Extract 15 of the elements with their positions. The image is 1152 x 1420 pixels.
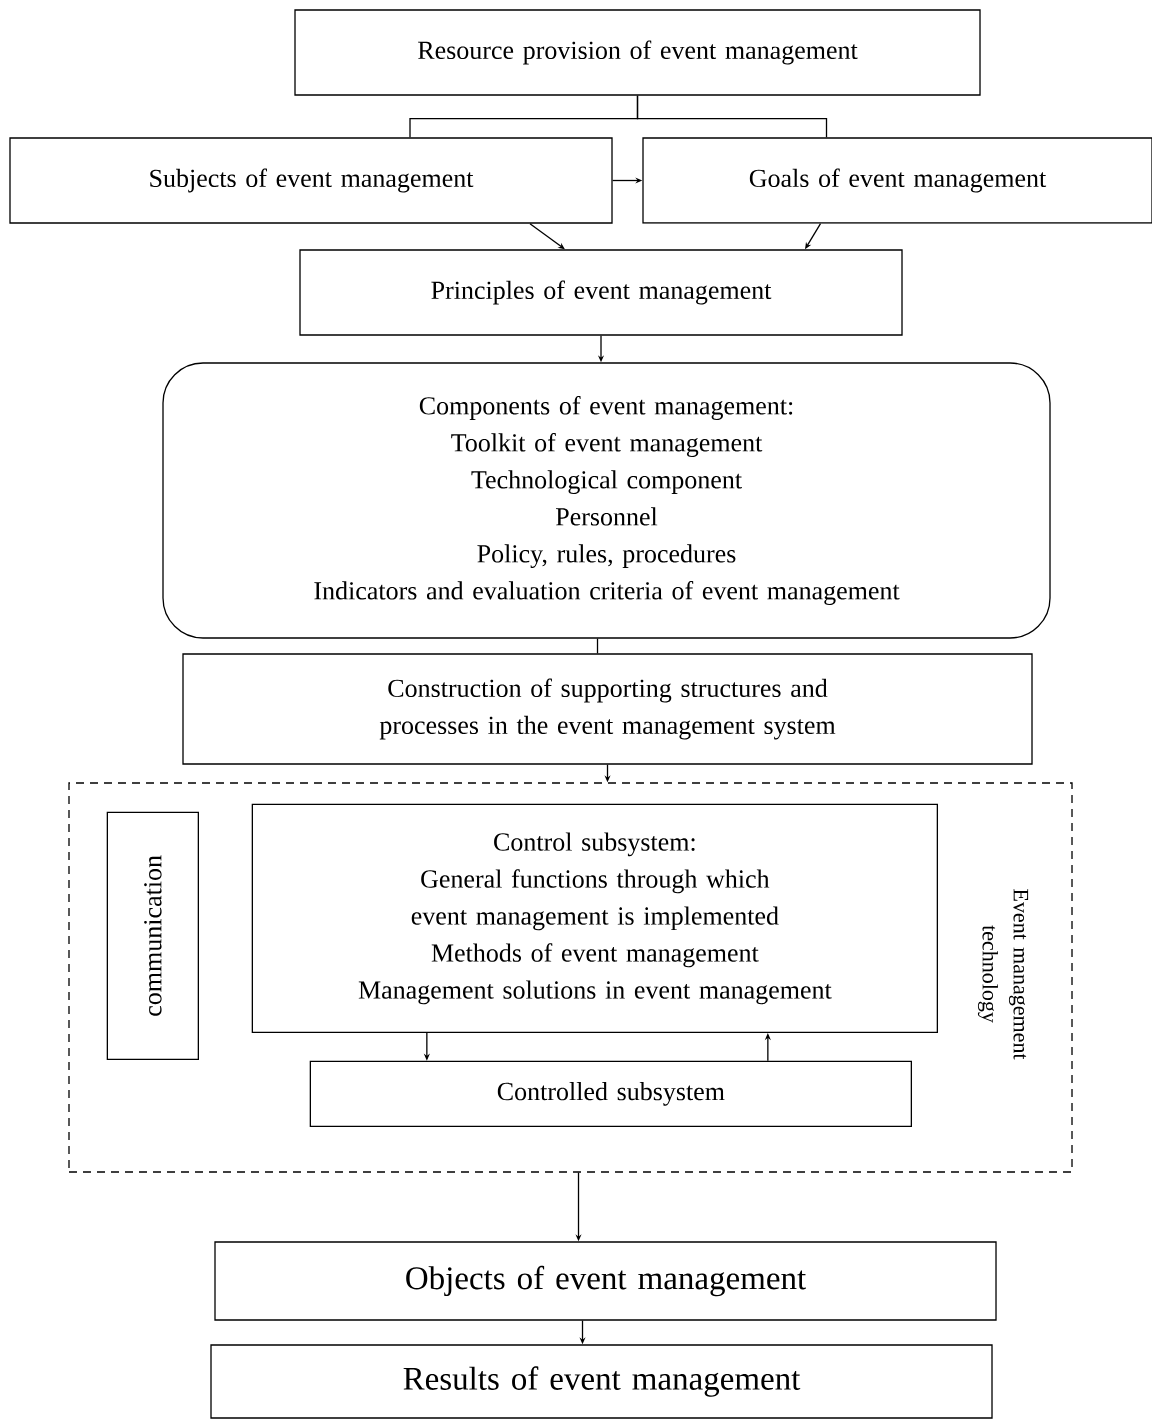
process-box: Objects of event management bbox=[214, 1241, 997, 1321]
process-box: Goals of event management bbox=[642, 137, 1152, 224]
process-box: Construction of supporting structures and processes in the event management system bbox=[182, 653, 1033, 765]
process-box: Controlled subsystem bbox=[309, 1060, 912, 1127]
process-box: communication bbox=[106, 811, 199, 1060]
rounded-box: Components of event management: Toolkit of event management Technological component Personnel Policy, rules, procedures Indicators and evaluation criteria of event management bbox=[162, 362, 1051, 639]
process-box: Subjects of event management bbox=[9, 137, 613, 224]
process-box: Principles of event management bbox=[299, 249, 903, 336]
arrow bbox=[764, 1033, 771, 1062]
process-box: Control subsystem: General functions through which event management is implemented Methods of event management Management solutions in event management bbox=[251, 803, 938, 1033]
process-box: Resource provision of event management bbox=[294, 9, 981, 96]
connector-line bbox=[596, 638, 599, 654]
arrow bbox=[529, 223, 565, 250]
connector-line bbox=[636, 95, 828, 138]
process-box: Results of event management bbox=[210, 1344, 993, 1419]
